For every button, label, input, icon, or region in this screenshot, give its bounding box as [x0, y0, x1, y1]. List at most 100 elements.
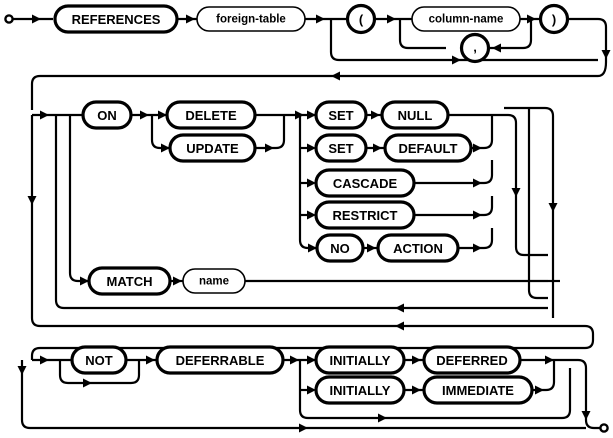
node-cascade-label: CASCADE [333, 176, 398, 191]
rail-collector-a2 [514, 246, 548, 257]
rail-rparen-out [567, 17, 608, 62]
node-match-label: MATCH [107, 274, 153, 289]
node-null-label: NULL [398, 108, 433, 123]
rail-row2-wrap-down [560, 324, 595, 340]
arrow-row3-bypass-down [17, 366, 27, 375]
rail-collector-c [504, 106, 555, 212]
arrow-default-out [473, 143, 482, 153]
rail-action-out [458, 228, 494, 250]
node-column-name-label: column-name [429, 14, 504, 26]
start-terminus [4, 14, 14, 24]
arrow-on-delete [140, 110, 149, 120]
arrow-start [32, 14, 41, 24]
arrow-bypass-parens [452, 55, 461, 65]
arrow-row1-down [601, 50, 611, 59]
node-name-label: name [199, 276, 229, 288]
rail-comma-loop-left [398, 19, 446, 50]
rail-actions-fan [298, 115, 317, 250]
node-initially-deferred-initially-label: INITIALLY [330, 353, 391, 368]
arrow-restrict-out [473, 210, 482, 220]
arrow-merge-actions2 [307, 110, 316, 120]
arrow-no-action [367, 243, 376, 253]
arrow-update-merge [265, 143, 274, 153]
arrow-collector-a [511, 188, 521, 197]
arrow-initially-immediate [412, 385, 421, 395]
node-initially-immediate-initially-label: INITIALLY [330, 383, 391, 398]
node-comma-label: , [473, 40, 477, 55]
node-lparen-label: ( [359, 12, 364, 27]
node-foreign-table-label: foreign-table [216, 14, 286, 26]
arrow-deferred-out [545, 355, 554, 365]
node-action-label: ACTION [393, 241, 443, 256]
rail-row2-repeat-spine [54, 115, 548, 310]
rail-comma-loop-right [490, 19, 533, 50]
arrow-fan-set2 [307, 143, 316, 153]
node-no-label: NO [330, 241, 350, 256]
rail-to-update [150, 115, 170, 150]
rail-bypass-parens [329, 19, 573, 62]
node-comma[interactable] [459, 32, 491, 64]
node-rparen-label: ) [552, 12, 556, 27]
arrow-row2-skip [395, 321, 404, 331]
node-not-label: NOT [85, 353, 113, 368]
arrow-deferrable-out [290, 355, 299, 365]
rail-default-out [471, 115, 494, 150]
node-default-label: DEFAULT [399, 141, 458, 156]
arrow-not-deferrable [146, 355, 155, 365]
end-terminus [599, 423, 609, 433]
arrow-fan-restrict [307, 210, 316, 220]
rail-restrict-out [414, 196, 494, 217]
rail-row3-bypass [20, 360, 586, 430]
arrow-ref-ft [186, 14, 195, 24]
arrow-on-delete2 [158, 110, 167, 120]
rail-initially-fan [298, 360, 520, 420]
arrow-fan-cascade [307, 178, 316, 188]
rail-immediate-out [532, 360, 556, 392]
node-restrict-label: RESTRICT [333, 208, 398, 223]
arrow-cascade-out [473, 178, 482, 188]
arrow-comma-loop [492, 43, 501, 53]
arrow-deferrable-out2 [307, 355, 316, 365]
node-references-label: REFERENCES [72, 12, 161, 27]
arrow-initially-deferred [412, 355, 421, 365]
rail-row3-exit-down [562, 358, 588, 420]
arrow-to-match [80, 276, 89, 286]
node-update-label: UPDATE [186, 141, 239, 156]
rail-row2-skipall [30, 205, 560, 328]
arrow-row2-entry [40, 110, 49, 120]
arrow-fan-initially2 [307, 385, 316, 395]
arrow-skip-not [83, 378, 92, 388]
rail-wrap-1-2 [30, 61, 608, 110]
rail-to-match [68, 115, 89, 283]
node-set-null-set-label: SET [328, 108, 353, 123]
node-set-default-set-label: SET [328, 141, 353, 156]
rail-exit [584, 419, 601, 430]
node-on-label: ON [97, 108, 117, 123]
arrow-action-out [473, 243, 482, 253]
arrow-wrap-1-2 [331, 71, 340, 81]
arrow-row3-entry [40, 355, 49, 365]
rail-wrap-2-3 [30, 339, 595, 360]
arrow-initially-skip [378, 413, 387, 423]
arrow-immediate-out [535, 385, 544, 395]
arrow-lparen-col [387, 14, 396, 24]
arrow-set-default [373, 143, 382, 153]
rail-collector-a [492, 113, 518, 247]
arrow-fan-no [308, 243, 317, 253]
node-deferred-label: DEFERRED [436, 353, 508, 368]
rail-initially-collect [520, 368, 572, 420]
rail-collector-b [527, 108, 548, 300]
arrow-row2-repeat [395, 303, 404, 313]
arrow-row3-bypass [299, 423, 308, 433]
node-delete-label: DELETE [185, 108, 237, 123]
arrow-collector-c [548, 203, 558, 212]
node-deferrable-label: DEFERRABLE [176, 353, 265, 368]
rail-cascade-out [414, 160, 494, 185]
arrow-to-update [161, 143, 170, 153]
rail-skip-not [58, 360, 141, 385]
arrow-set-null [371, 110, 380, 120]
rail-update-merge [255, 115, 286, 150]
node-immediate-label: IMMEDIATE [442, 383, 514, 398]
arrow-row3-exit-down [581, 411, 591, 420]
arrow-ft-lparen [316, 14, 325, 24]
